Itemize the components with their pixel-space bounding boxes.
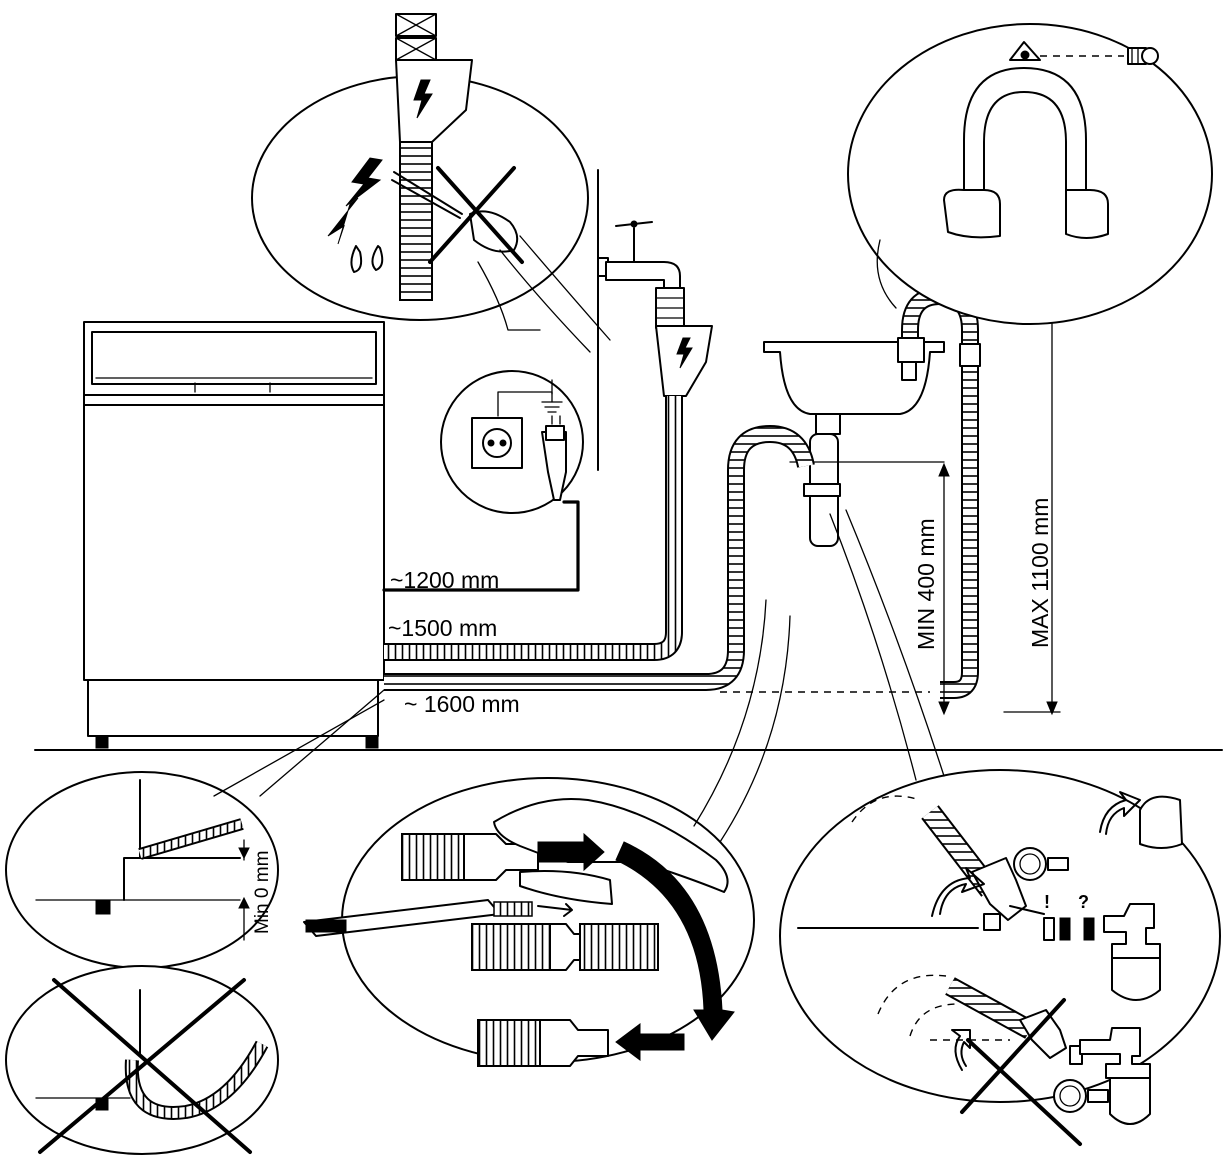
arrow-icon [1099,791,1141,835]
scissors [391,171,463,219]
socket-icon [471,417,523,469]
trap-connector [803,483,841,497]
min-height-label: MIN 400 mm [913,518,939,650]
socket-detail [440,370,584,514]
drain-hose-end [138,820,244,858]
dishwasher-control-panel [91,331,377,385]
dishwasher-body [83,321,385,681]
lightning-icon [345,157,383,207]
water-drop-icon [350,245,363,273]
arrow-icon [931,867,985,917]
min-height-dimension: MIN 400 mm [913,462,950,716]
cross-out-icon [428,166,524,264]
dishwasher [83,321,385,749]
inlet-hose [384,396,681,659]
max-height-dimension: MAX 1100 mm [979,290,1061,716]
arrow-icon [951,1029,971,1071]
arrow-icon [615,1023,685,1061]
aquastop-warning-detail [251,13,611,353]
foot-right [365,735,379,749]
cross-out-icon [960,998,1082,1146]
trap-connection-detail: ! ? [779,509,1221,1146]
dishwasher-door-handle-strip [83,394,385,406]
arrow-icon [327,197,359,245]
hose-clearance-detail: Min 0 mm [5,689,385,969]
kinked-hose [126,1041,267,1118]
earth-ground-icon [541,379,563,413]
bracket-arch [963,67,1087,201]
inlet-hose-length-label: ~1500 mm [388,615,497,641]
arrow-icon [615,841,735,1041]
min-clearance-label: Min 0 mm [252,851,273,934]
water-drop-icon [371,245,384,271]
power-cable [382,500,580,592]
faucet-icon [597,220,681,291]
lightning-icon [676,337,693,369]
hose-kink-warning [5,965,279,1155]
foot-left [95,735,109,749]
drain-hose-trap [384,426,813,689]
trap-cap [1139,795,1183,849]
max-height-label: MAX 1100 mm [1027,498,1053,648]
question-mark: ? [1078,892,1089,912]
detail-pointer [477,261,541,331]
hose-bracket-detail [847,23,1213,325]
power-cable-length-label: ~1200 mm [390,567,499,593]
detail-pointer [876,239,897,309]
detail-pointer [829,513,917,781]
hose-bracket [897,337,925,363]
lightning-icon [413,79,433,119]
detail-pointer [213,699,385,797]
trap-cup [1111,957,1161,1001]
hose-collar [959,343,981,367]
cross-out-icon [38,978,252,1154]
hose-adapter-detail [303,599,791,1067]
screw-icon [1127,47,1159,65]
hose-clamp [1013,847,1047,881]
drain-hose-length-label: ~ 1600 mm [404,691,520,717]
hand [493,797,729,893]
aquastop-housing [395,59,473,143]
plug-icon [541,415,567,501]
arrow-icon [537,832,605,872]
exclamation-mark: ! [1044,892,1050,912]
dishwasher-plinth [87,679,379,737]
detail-pointer [693,599,767,827]
aquastop-hose [399,141,433,301]
hose-clamp [1053,1079,1087,1113]
